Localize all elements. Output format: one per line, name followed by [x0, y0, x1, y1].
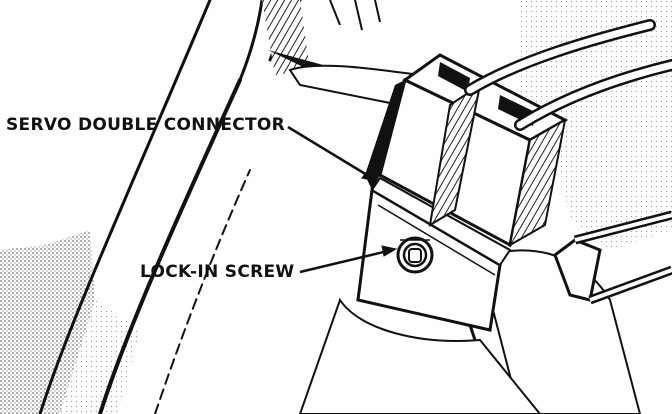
panel-edges: [38, 0, 302, 414]
left-shading: [0, 230, 140, 414]
upper-housing: [262, 0, 422, 107]
harness-wires: [464, 19, 672, 131]
servo-connector-label: SERVO DOUBLE CONNECTOR: [6, 115, 286, 135]
secondary-connector: [553, 210, 672, 305]
right-interior: [478, 0, 672, 414]
servo-double-connector: [365, 53, 569, 248]
lock-in-screw-label: LOCK-IN SCREW: [140, 262, 295, 282]
callout-leaders: [287, 125, 398, 274]
lock-in-screw: [396, 236, 434, 274]
